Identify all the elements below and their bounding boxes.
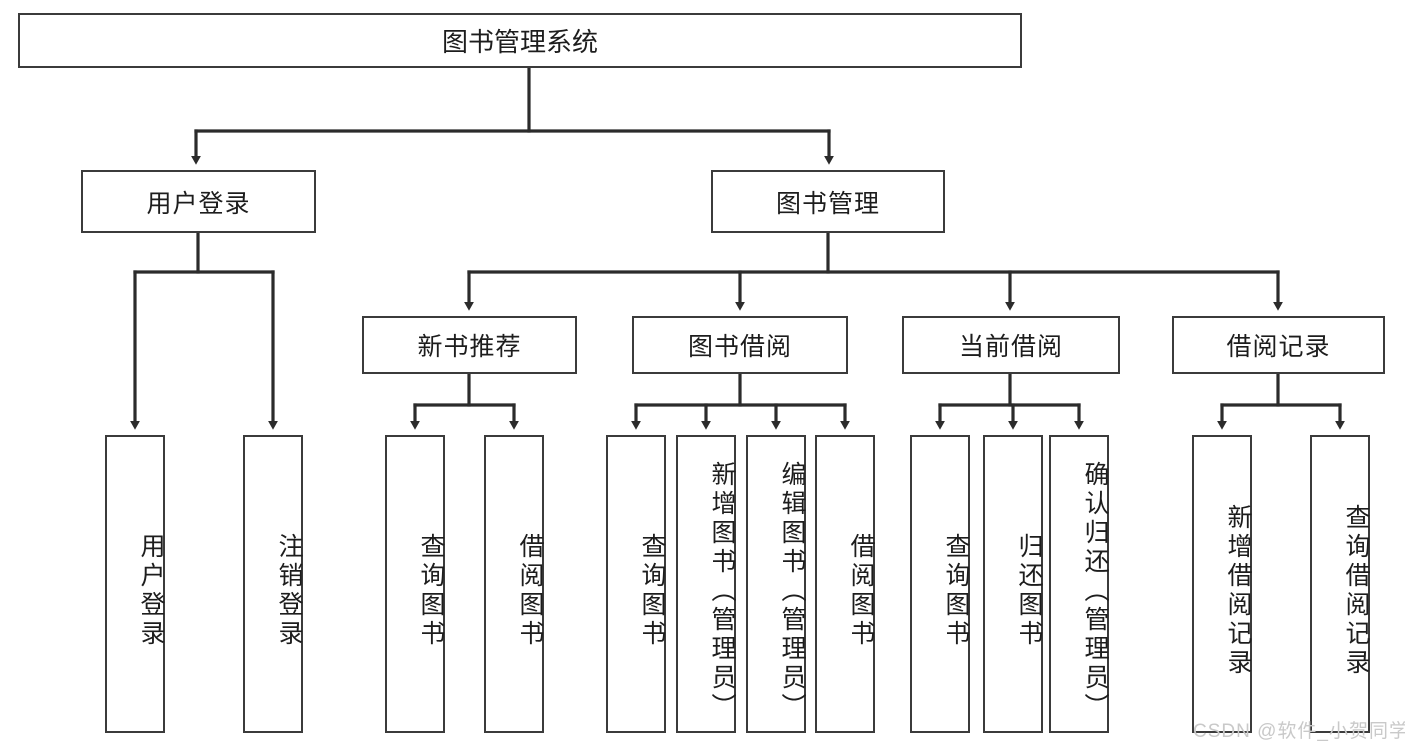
node-leaf-user-login[interactable]: 用户登录 (105, 435, 165, 733)
node-book-manage-label: 图书管理 (775, 189, 880, 218)
node-current-borrow[interactable]: 当前借阅 (902, 316, 1120, 374)
node-leaf-add-book-label: 新增图书（管理员） (708, 460, 736, 722)
node-leaf-borrow-book-2[interactable]: 借阅图书 (815, 435, 875, 733)
node-book-borrow[interactable]: 图书借阅 (632, 316, 848, 374)
node-leaf-query-borrow-record-label: 查询借阅记录 (1342, 504, 1370, 678)
node-book-borrow-label: 图书借阅 (687, 333, 792, 361)
node-user-login-label: 用户登录 (146, 189, 251, 218)
node-new-book-recommend-label: 新书推荐 (417, 333, 522, 361)
node-book-manage[interactable]: 图书管理 (711, 170, 945, 233)
node-leaf-borrow-book-2-label: 借阅图书 (847, 533, 875, 649)
node-new-book-recommend[interactable]: 新书推荐 (362, 316, 577, 374)
node-leaf-confirm-return-label: 确认归还（管理员） (1081, 460, 1109, 722)
node-leaf-add-borrow-record-label: 新增借阅记录 (1224, 504, 1252, 678)
node-leaf-borrow-book-1-label: 借阅图书 (516, 533, 544, 649)
node-leaf-query-borrow-record[interactable]: 查询借阅记录 (1310, 435, 1370, 733)
node-leaf-user-logout[interactable]: 注销登录 (243, 435, 303, 733)
csdn-watermark: CSDN @软件_小贺同学 (1193, 721, 1405, 742)
node-leaf-confirm-return[interactable]: 确认归还（管理员） (1049, 435, 1109, 733)
node-leaf-user-logout-label: 注销登录 (275, 533, 303, 649)
node-leaf-add-borrow-record[interactable]: 新增借阅记录 (1192, 435, 1252, 733)
node-leaf-query-book-2[interactable]: 查询图书 (606, 435, 666, 733)
node-root-label: 图书管理系统 (441, 27, 598, 57)
node-leaf-query-book-1-label: 查询图书 (417, 533, 445, 649)
node-current-borrow-label: 当前借阅 (958, 333, 1063, 361)
node-borrow-record[interactable]: 借阅记录 (1172, 316, 1385, 374)
node-leaf-return-book-label: 归还图书 (1015, 533, 1043, 649)
node-leaf-query-book-1[interactable]: 查询图书 (385, 435, 445, 733)
node-root[interactable]: 图书管理系统 (18, 13, 1022, 68)
node-borrow-record-label: 借阅记录 (1226, 333, 1331, 361)
node-leaf-edit-book[interactable]: 编辑图书（管理员） (746, 435, 806, 733)
node-leaf-user-login-label: 用户登录 (137, 533, 165, 649)
node-leaf-query-book-3-label: 查询图书 (942, 533, 970, 649)
node-leaf-borrow-book-1[interactable]: 借阅图书 (484, 435, 544, 733)
node-leaf-edit-book-label: 编辑图书（管理员） (778, 460, 806, 722)
node-leaf-query-book-3[interactable]: 查询图书 (910, 435, 970, 733)
node-leaf-add-book[interactable]: 新增图书（管理员） (676, 435, 736, 733)
node-leaf-return-book[interactable]: 归还图书 (983, 435, 1043, 733)
node-leaf-query-book-2-label: 查询图书 (638, 533, 666, 649)
node-user-login[interactable]: 用户登录 (81, 170, 316, 233)
